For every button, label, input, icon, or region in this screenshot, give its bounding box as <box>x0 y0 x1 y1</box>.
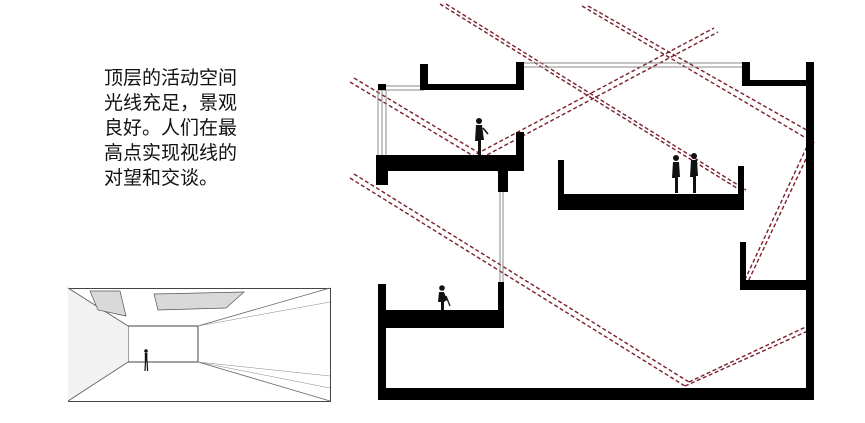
lower-floor-right-parapet <box>498 282 504 312</box>
upper-floor-parapet <box>516 132 524 156</box>
upper-floor-slab <box>376 155 524 171</box>
mid-floor-slab <box>558 194 744 210</box>
person-lower-floor <box>438 285 451 310</box>
perspective-edge-bl-overlay <box>67 361 129 402</box>
lower-floor-left-parapet <box>378 284 386 310</box>
person-upper-floor <box>475 118 489 155</box>
section-walls <box>376 62 814 400</box>
sightline-7 <box>741 139 815 287</box>
person-mid-floor-left <box>672 155 680 193</box>
sightlines <box>349 3 815 387</box>
perspective-floor-line-1 <box>197 361 331 389</box>
right-outer-wall <box>806 62 814 400</box>
perspective-ceiling-line <box>197 301 331 327</box>
caption-line-1: 顶层的活动空间 <box>104 67 238 89</box>
sightline-1 <box>439 3 747 191</box>
sightline-2 <box>581 5 811 139</box>
left-glazing <box>377 90 504 282</box>
caption-line-4: 高点实现视线的 <box>104 142 238 164</box>
roof-slab-left <box>420 84 520 90</box>
caption-line-2: 光线充足，景观 <box>104 92 238 114</box>
caption-line-5: 对望和交谈。 <box>104 167 219 189</box>
perspective-skylight-center <box>153 291 245 311</box>
left-outer-wall <box>378 310 386 400</box>
sightline-5 <box>349 173 690 387</box>
caption-text: 顶层的活动空间 光线充足，景观 良好。人们在最 高点实现视线的 对望和交谈。 <box>104 66 274 191</box>
lower-floor-slab <box>378 310 504 328</box>
perspective-edge-tr <box>197 287 331 327</box>
roof-edge-left <box>378 84 386 90</box>
sightline-6 <box>684 323 813 387</box>
right-ledge-parapet <box>740 242 746 290</box>
perspective-svg <box>67 287 331 402</box>
right-ledge-slab <box>740 280 808 290</box>
building-section-diagram <box>340 0 830 410</box>
person-mid-floor-right <box>690 153 698 193</box>
roof-step-right <box>742 62 750 86</box>
section-svg <box>349 3 815 400</box>
mid-floor-right-parapet <box>738 166 744 196</box>
interior-perspective-sketch <box>67 287 331 402</box>
ground-slab <box>378 388 814 400</box>
perspective-edge-br <box>197 361 331 402</box>
upper-floor-column <box>498 170 508 192</box>
perspective-back-wall <box>127 325 199 363</box>
roof-step-left <box>420 64 428 90</box>
perspective-skylight-left <box>89 290 127 317</box>
sightline-4 <box>464 27 719 165</box>
mid-floor-left-parapet <box>558 160 564 210</box>
caption-line-3: 良好。人们在最 <box>104 117 238 139</box>
perspective-left-wall <box>68 288 128 401</box>
roof-step-mid <box>516 62 524 90</box>
perspective-floor-line-2 <box>197 361 331 377</box>
perspective-person-figure <box>144 349 149 372</box>
roof-slab-right <box>742 80 808 86</box>
upper-floor-edge <box>376 155 388 185</box>
